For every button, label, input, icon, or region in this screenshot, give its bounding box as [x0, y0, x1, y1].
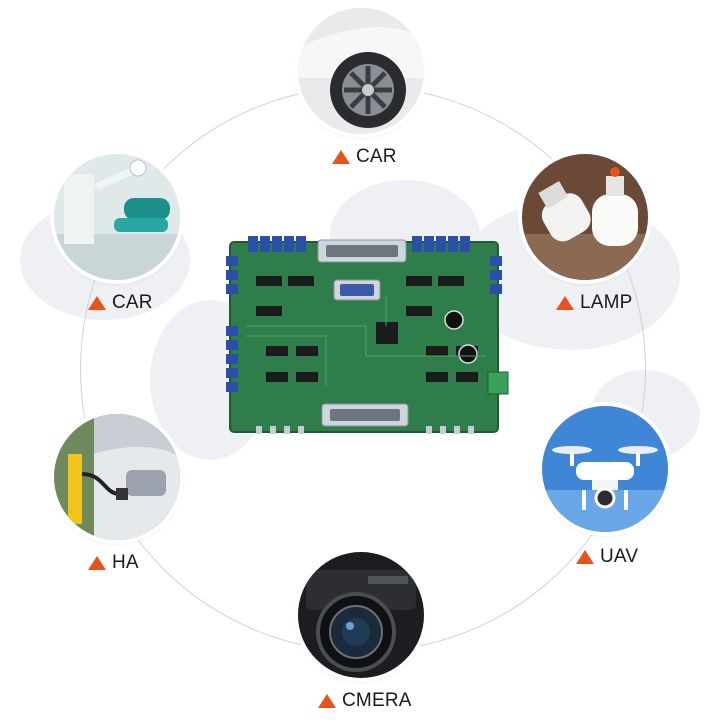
ev-charging-image: [54, 414, 180, 540]
triangle-marker-icon: [576, 550, 594, 564]
triangle-marker-icon: [88, 296, 106, 310]
application-label: HA: [88, 552, 139, 574]
application-label-text: CAR: [112, 292, 153, 313]
application-label: UAV: [576, 546, 638, 568]
triangle-marker-icon: [332, 150, 350, 164]
application-label: LAMP: [556, 292, 633, 314]
application-label-text: LAMP: [580, 292, 633, 313]
car-wheel-icon: [298, 8, 424, 134]
triangle-marker-icon: [88, 556, 106, 570]
camera-icon: [298, 552, 424, 678]
ev-charging-icon: [54, 414, 180, 540]
drone-image: [542, 406, 668, 532]
triangle-marker-icon: [556, 296, 574, 310]
application-label-text: CAR: [356, 146, 397, 167]
application-label: CMERA: [318, 690, 412, 712]
application-label-text: HA: [112, 552, 139, 573]
dental-equipment-icon: [54, 154, 180, 280]
circuit-board-icon: [226, 236, 509, 434]
led-lamp-icon: [522, 154, 648, 280]
triangle-marker-icon: [318, 694, 336, 708]
circuit-board-image: [226, 236, 510, 436]
dental-equipment-image: [54, 154, 180, 280]
led-lamp-image: [522, 154, 648, 280]
drone-icon: [542, 406, 668, 532]
car-wheel-image: [298, 8, 424, 134]
camera-image: [298, 552, 424, 678]
application-label-text: UAV: [600, 546, 639, 567]
application-label: CAR: [332, 146, 397, 168]
application-label-text: CMERA: [342, 690, 412, 711]
application-label: CAR: [88, 292, 153, 314]
